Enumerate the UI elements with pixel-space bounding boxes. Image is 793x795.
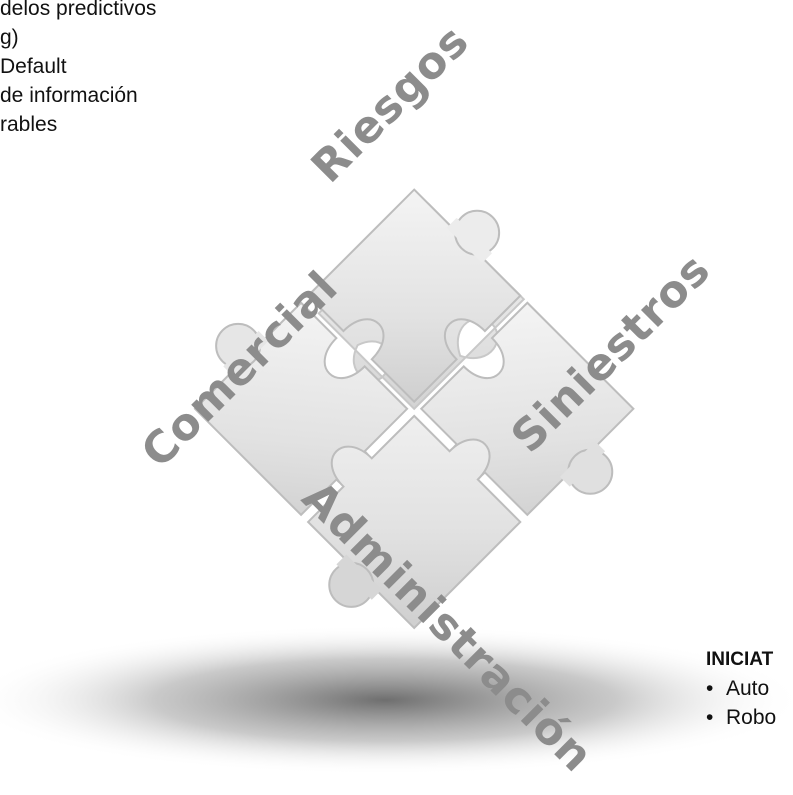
- left-notes: delos predictivos g) Default de informac…: [0, 0, 156, 139]
- right-panel-heading: INICIAT: [706, 649, 774, 670]
- floor-shadow: [0, 625, 793, 775]
- right-panel-bullet: Auto: [706, 674, 776, 703]
- right-panel-bullet: Robo: [706, 703, 776, 732]
- left-note: delos predictivos: [0, 0, 157, 20]
- piece-label-riesgos: Riesgos: [302, 15, 479, 192]
- left-note: rables: [0, 113, 58, 136]
- right-panel: INICIAT Auto Robo: [706, 646, 776, 732]
- puzzle: [193, 188, 635, 630]
- left-note: Default: [0, 55, 67, 78]
- left-note: de información: [0, 84, 138, 107]
- left-note: g): [0, 26, 19, 49]
